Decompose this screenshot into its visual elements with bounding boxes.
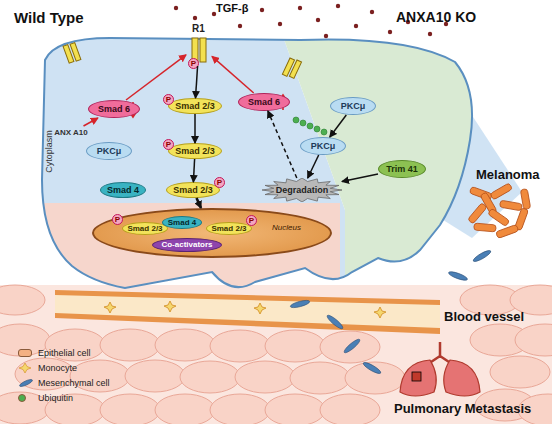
node-text: PKCμ — [97, 147, 122, 156]
connector-arrow — [330, 115, 347, 137]
text-label: ANXA10 KO — [396, 10, 476, 24]
node-text: Smad 4 — [107, 186, 139, 195]
connector-arrow — [126, 55, 186, 100]
node-text: Nucleus — [272, 224, 301, 232]
monocyte-symbol — [19, 363, 31, 373]
nucleus: Nucleus Smad 2/3 Smad 4 Smad 2/3Co-activato… — [92, 208, 332, 258]
protein-oval: Smad 6 — [238, 93, 290, 111]
protein-oval: Trim 41 — [378, 160, 426, 178]
ubiquitin-chain — [293, 117, 327, 135]
protein-oval: Smad 6 — [88, 100, 140, 118]
connector-arrow — [193, 159, 194, 182]
phospho-mark: P — [163, 139, 174, 150]
text-label: Wild Type — [14, 10, 84, 25]
protein-oval: PKCμ — [330, 97, 376, 115]
legend-text: Monocyte — [38, 364, 77, 373]
protein-oval: Smad 2/3 — [166, 182, 220, 198]
connector-arrow — [194, 114, 196, 143]
node-text: Smad 2/3 — [175, 147, 215, 156]
node-text: Co-activators — [161, 241, 212, 249]
cell-body: CytoplasmR1Smad 6ANX A10PKCμSmad 2/3Smad… — [40, 35, 480, 290]
mesenchymal-symbol — [19, 378, 33, 388]
protein-oval: Smad 4 — [162, 216, 202, 229]
node-text: PKCμ — [311, 142, 336, 151]
phospho-mark: P — [188, 58, 199, 69]
node-text: PKCμ — [341, 102, 366, 111]
vessel-wall — [55, 290, 440, 334]
legend-text: Epithelial cell — [38, 349, 91, 358]
coactivator-oval: Co-activators — [152, 238, 222, 252]
legend-text: Mesenchymal cell — [38, 379, 110, 388]
connector-arrow — [268, 111, 297, 178]
node-text: Smad 6 — [98, 105, 130, 114]
node-text: Smad 4 — [168, 219, 196, 227]
vessel-lumen — [55, 295, 440, 328]
monocytes — [104, 301, 386, 318]
node-text: Cytoplasm — [45, 130, 54, 173]
node-text: Trim 41 — [386, 165, 418, 174]
node-text: Smad 2/3 — [211, 225, 246, 233]
legend-swatch — [18, 349, 32, 357]
lungs — [400, 342, 480, 396]
text-label: TGF-β — [216, 3, 248, 14]
phospho-mark: P — [163, 94, 174, 105]
protein-label: ANX A10 — [50, 126, 92, 140]
legend-symbol — [18, 378, 34, 388]
protein-oval: Smad 2/3 — [122, 222, 168, 235]
node-text: Smad 2/3 — [175, 102, 215, 111]
text-label: Blood vessel — [444, 310, 524, 323]
text-label: Pulmonary Metastasis — [394, 402, 531, 415]
node-text: R1 — [192, 24, 205, 34]
legend-symbol — [18, 363, 34, 373]
text-label: Melanoma — [476, 168, 540, 181]
node-text: Smad 6 — [248, 98, 280, 107]
connector-arrow — [196, 66, 198, 98]
connector-arrow — [84, 118, 98, 126]
cell-membrane — [42, 38, 472, 288]
degradation-burst: Degradation — [262, 178, 342, 202]
protein-oval: Smad 2/3 — [168, 143, 222, 159]
melanoma-cluster — [468, 183, 531, 239]
node-text: Smad 2/3 — [173, 186, 213, 195]
level-arrows — [129, 95, 287, 117]
node-text: ANX A10 — [54, 129, 88, 137]
phospho-mark: P — [246, 215, 257, 226]
protein-oval: PKCμ — [86, 142, 132, 160]
connector-arrow — [212, 56, 254, 93]
phospho-mark: P — [112, 214, 123, 225]
connector-arrow — [308, 155, 319, 178]
connector-arrow — [342, 174, 378, 182]
protein-oval: PKCμ — [300, 137, 346, 155]
legend-swatch — [18, 394, 26, 402]
protein-oval: Smad 2/3 — [206, 222, 252, 235]
starburst-shape — [262, 178, 342, 202]
legend-text: Ubiquitin — [38, 394, 73, 403]
protein-oval: Smad 4 — [100, 182, 146, 198]
protein-oval: Smad 2/3 — [168, 98, 222, 114]
node-text: Smad 2/3 — [127, 225, 162, 233]
node-text: Degradation — [276, 186, 329, 195]
phospho-mark: P — [214, 177, 225, 188]
connector-arrow — [197, 198, 202, 208]
epithelial-cells — [0, 285, 552, 424]
receptors — [63, 38, 301, 78]
